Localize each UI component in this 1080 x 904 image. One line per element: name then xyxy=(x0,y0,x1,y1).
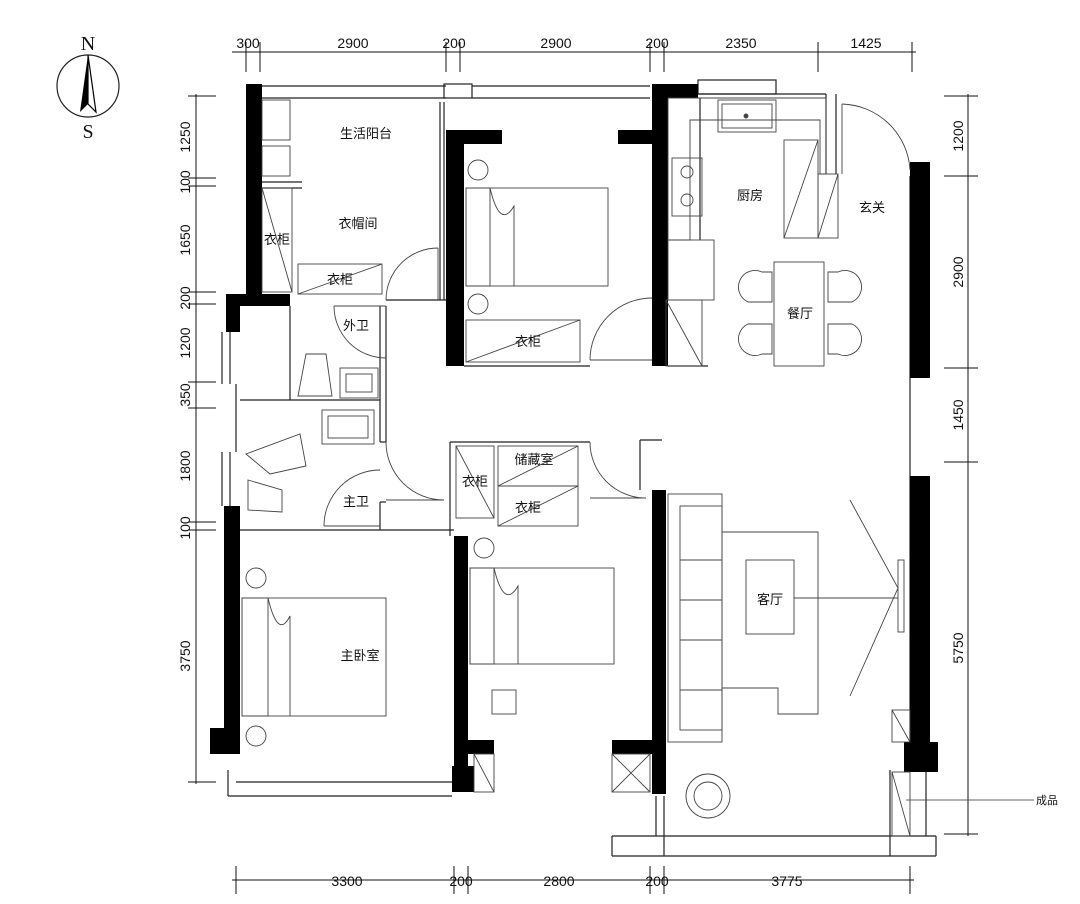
outline-walls xyxy=(221,79,937,857)
dim-top-3: 200 xyxy=(442,35,466,51)
label-living: 客厅 xyxy=(757,592,783,608)
kitchen-counter xyxy=(667,97,827,301)
dimension-top: 300 2900 200 2900 200 2350 1425 xyxy=(232,35,916,72)
dim-left-2: 100 xyxy=(177,170,193,194)
label-wardrobe-bed2: 衣柜 xyxy=(515,334,541,350)
dim-left-6: 350 xyxy=(177,383,193,407)
annotation: 成品 xyxy=(906,794,1058,807)
dimension-right: 1200 2900 1450 5750 xyxy=(944,94,978,836)
label-dining: 餐厅 xyxy=(787,306,813,322)
label-storage: 储藏室 xyxy=(514,452,553,468)
label-kitchen: 厨房 xyxy=(737,188,763,204)
annotation-text: 成品 xyxy=(1036,794,1058,807)
label-entrance: 玄关 xyxy=(859,201,885,216)
dim-bottom-2: 200 xyxy=(449,873,473,889)
label-master-bath: 主卫 xyxy=(343,495,369,510)
sink-icon xyxy=(261,99,379,445)
label-wardrobe-left: 衣柜 xyxy=(264,232,290,248)
chair-icon xyxy=(685,773,731,819)
dining-table-icon xyxy=(738,261,862,367)
dim-right-1: 1200 xyxy=(950,120,966,151)
dim-bottom-4: 200 xyxy=(645,873,669,889)
dim-left-8: 100 xyxy=(177,516,193,540)
label-wardrobe-cloak: 衣柜 xyxy=(327,272,353,288)
label-cloakroom: 衣帽间 xyxy=(338,216,377,232)
wardrobes xyxy=(261,139,911,837)
toilet-icon xyxy=(245,353,333,513)
dim-top-6: 2350 xyxy=(725,35,756,51)
label-master-bedroom: 主卧室 xyxy=(340,648,379,664)
room-labels: 生活阳台 衣帽间 衣柜 衣柜 衣柜 厨房 玄关 餐厅 外卫 主卫 储藏室 衣柜 … xyxy=(264,127,885,664)
dim-top-2: 2900 xyxy=(337,35,368,51)
dim-left-3: 1650 xyxy=(177,224,193,255)
sink-icon xyxy=(717,99,777,133)
bed-icon xyxy=(241,567,387,747)
north-arrow-icon: N S xyxy=(56,33,120,143)
dimension-left: 1250 100 1650 200 1200 350 1800 100 3750 xyxy=(177,94,216,784)
dim-bottom-5: 3775 xyxy=(771,873,802,889)
compass-south: S xyxy=(82,121,93,143)
partitions xyxy=(240,98,708,536)
dim-bottom-1: 3300 xyxy=(331,873,362,889)
dim-left-7: 1800 xyxy=(177,450,193,481)
dim-left-5: 1200 xyxy=(177,327,193,358)
dim-right-3: 1450 xyxy=(950,399,966,430)
sofa-icon xyxy=(667,493,819,743)
label-wardrobe-storage: 衣柜 xyxy=(462,474,488,490)
dim-top-4: 2900 xyxy=(540,35,571,51)
dim-right-2: 2900 xyxy=(950,256,966,287)
dim-top-5: 200 xyxy=(645,35,669,51)
bed-icon xyxy=(469,537,615,715)
dim-right-4: 5750 xyxy=(950,632,966,663)
stove-icon xyxy=(671,157,703,217)
label-balcony: 生活阳台 xyxy=(340,127,392,142)
dim-top-1: 300 xyxy=(236,35,260,51)
walls xyxy=(210,84,938,794)
bed-icon xyxy=(465,159,609,315)
dim-left-4: 200 xyxy=(177,286,193,310)
doors xyxy=(323,103,911,697)
dim-left-1: 1250 xyxy=(177,121,193,152)
dim-top-7: 1425 xyxy=(850,35,881,51)
label-guest-bath: 外卫 xyxy=(343,319,369,334)
label-wardrobe-bed3: 衣柜 xyxy=(515,500,541,516)
dimension-bottom: 3300 200 2800 200 3775 xyxy=(232,866,914,894)
compass-north: N xyxy=(81,33,95,55)
dim-left-9: 3750 xyxy=(177,640,193,671)
dim-bottom-3: 2800 xyxy=(543,873,574,889)
